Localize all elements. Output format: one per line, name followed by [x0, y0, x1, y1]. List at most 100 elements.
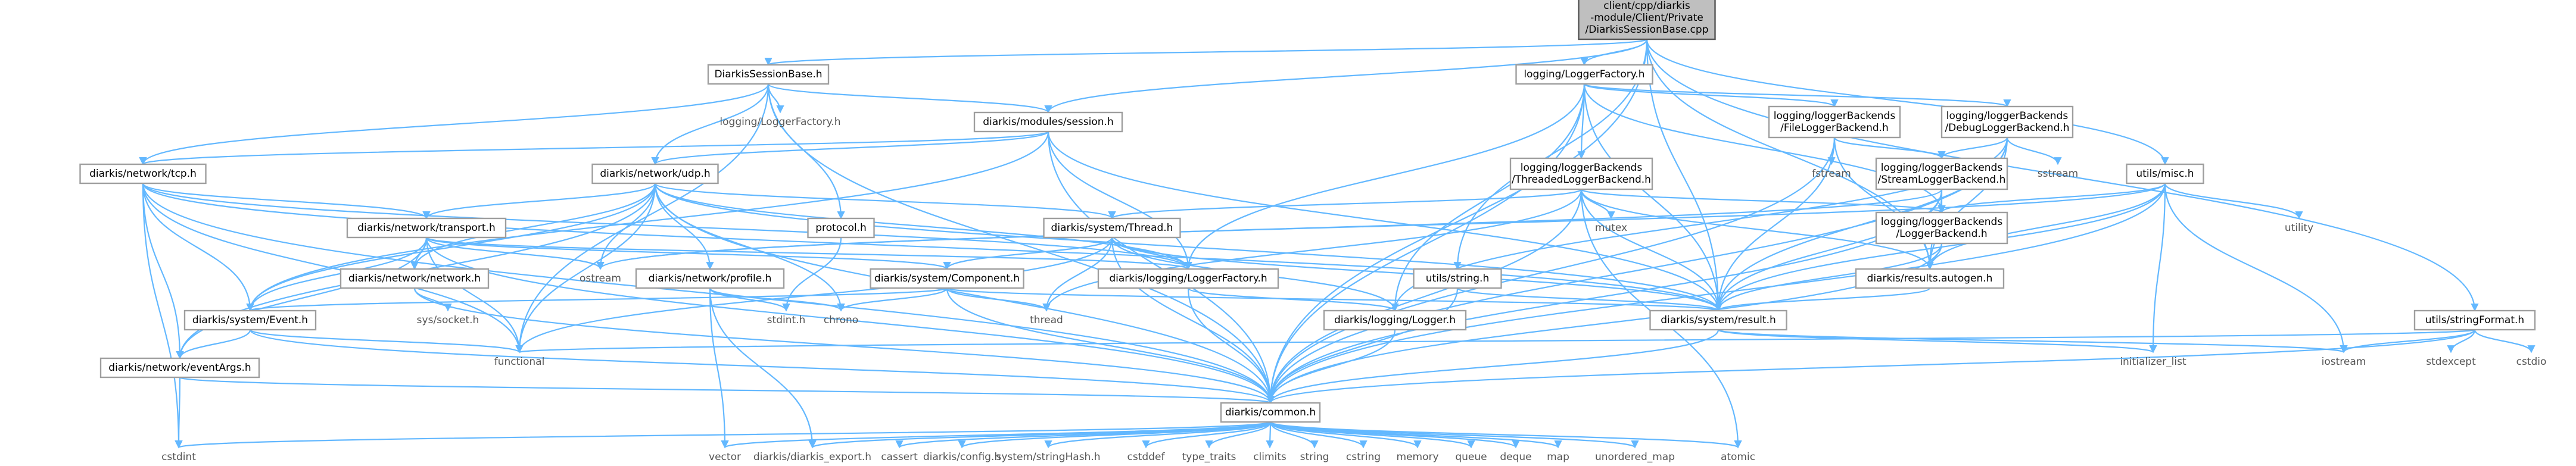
edge-common-to-strhash [1044, 421, 1272, 449]
node-dsbh-label-line-1: DiarkisSessionBase.h [714, 68, 822, 80]
edge-component-to-event [247, 287, 948, 312]
node-component-frame [870, 268, 1024, 289]
node-network[interactable]: diarkis/network/network.h [339, 268, 490, 289]
node-lfh[interactable]: logging/LoggerFactory.h [1515, 64, 1653, 85]
node-autogen[interactable]: diarkis/results.autogen.h [1855, 268, 2005, 289]
node-logger[interactable]: diarkis/logging/Logger.h [1323, 309, 1467, 331]
node-profile[interactable]: diarkis/network/profile.h [635, 268, 785, 289]
node-eventargs-frame [99, 357, 260, 379]
node-climits-label-line-1: climits [1253, 451, 1287, 463]
header-cstdint: cstdint [161, 451, 196, 463]
header-umap: unordered_map [1595, 451, 1675, 463]
edge-tcp-to-loggerfactory2 [142, 183, 1192, 270]
node-export-label-line-1: diarkis/diarkis_export.h [753, 451, 871, 463]
edge-tcp-to-cstdint [142, 183, 183, 449]
node-loggerbackend[interactable]: logging/loggerBackends/LoggerBackend.h [1875, 211, 2008, 245]
edge-threaded-to-result [1580, 189, 1722, 312]
node-debuglog[interactable]: logging/loggerBackends/DebugLoggerBacken… [1940, 105, 2074, 139]
edge-common-to-cstdint [175, 421, 1272, 449]
node-eventargs[interactable]: diarkis/network/eventArgs.h [99, 357, 260, 379]
edge-transport-to-ostream [425, 237, 605, 270]
edge-udp-to-functional [515, 183, 656, 354]
edge-lfh-to-filelog [1583, 83, 1839, 108]
node-protocol[interactable]: protocol.h [807, 217, 875, 239]
node-transport[interactable]: diarkis/network/transport.h [346, 217, 507, 239]
node-threadstd-label-line-1: thread [1030, 314, 1063, 326]
node-strhash-label-line-1: system/stringHash.h [996, 451, 1101, 463]
edge-loggerfactory2-to-common [1187, 287, 1275, 404]
node-cstddef-label-line-1: cstddef [1127, 451, 1166, 463]
edge-strfmt-to-stdexcept [2447, 329, 2476, 354]
edge-eventargs-to-common [179, 376, 1274, 404]
node-typetraits-label-line-1: type_traits [1182, 451, 1236, 463]
edge-dsbh-to-session [767, 83, 1052, 114]
edge-network-to-common [413, 287, 1275, 404]
node-common[interactable]: diarkis/common.h [1220, 402, 1321, 423]
edge-dsbh-to-functional [515, 83, 770, 354]
node-threaded[interactable]: logging/loggerBackends/ThreadedLoggerBac… [1509, 157, 1653, 190]
node-component[interactable]: diarkis/system/Component.h [870, 268, 1024, 289]
header-stringstd: string [1300, 451, 1329, 463]
node-loggerbackend-label-line-2: /LoggerBackend.h [1896, 228, 1987, 240]
header-fstream: fstream [1812, 168, 1851, 180]
node-root-label-line-1: client/cpp/diarkis [1603, 0, 1690, 12]
edge-dsbh-to-udp [651, 83, 770, 165]
node-tcp[interactable]: diarkis/network/tcp.h [79, 163, 207, 184]
node-config-label-line-1: diarkis/config.h [923, 451, 1001, 463]
node-filelog-frame [1768, 105, 1901, 139]
node-vector-label-line-1: vector [709, 451, 741, 463]
node-dsbh-frame [707, 64, 830, 85]
edge-filelog-to-result [1714, 137, 1836, 312]
edge-string-to-common [1266, 287, 1459, 404]
edge-root-to-common [1266, 39, 1648, 404]
node-result-frame [1649, 309, 1787, 331]
node-root[interactable]: client/cpp/diarkis-module/Client/Private… [1578, 0, 1716, 40]
edge-session-to-result [1047, 131, 1722, 312]
node-debuglog-label-line-1: logging/loggerBackends [1946, 110, 2069, 122]
edge-threaded-to-thread [1108, 188, 1583, 220]
node-filelog[interactable]: logging/loggerBackends/FileLoggerBackend… [1768, 105, 1901, 139]
node-result[interactable]: diarkis/system/result.h [1649, 309, 1787, 331]
edge-udp-to-network [410, 183, 656, 270]
node-session[interactable]: diarkis/modules/session.h [973, 111, 1123, 133]
header-syssocket: sys/socket.h [417, 314, 479, 326]
edge-udp-to-ostream [596, 183, 656, 270]
node-stringstd-label-line-1: string [1300, 451, 1329, 463]
node-udp[interactable]: diarkis/network/udp.h [591, 163, 719, 184]
node-dsbh[interactable]: DiarkisSessionBase.h [707, 64, 830, 85]
node-initlist-label-line-1: initializer_list [2120, 356, 2186, 368]
edge-session-to-loggerfactory2 [1047, 131, 1192, 270]
node-string[interactable]: utils/string.h [1413, 268, 1502, 289]
node-threaded-label-line-2: /ThreadedLoggerBackend.h [1512, 174, 1651, 186]
node-streamlog[interactable]: logging/loggerBackends/StreamLoggerBacke… [1875, 157, 2008, 190]
node-event[interactable]: diarkis/system/Event.h [183, 309, 317, 331]
edge-event-to-eventargs [176, 329, 251, 359]
header-threadstd: thread [1030, 314, 1063, 326]
node-strfmt[interactable]: utils/stringFormat.h [2413, 309, 2536, 331]
edge-common-to-umap [1269, 421, 1639, 449]
header-initlist: initializer_list [2120, 356, 2186, 368]
edge-event-to-functional [249, 329, 524, 354]
node-debuglog-frame [1940, 105, 2074, 139]
header-cstddef: cstddef [1127, 451, 1166, 463]
edge-thread-to-component [943, 237, 1113, 270]
header-deque: deque [1500, 451, 1531, 463]
node-event-label-line-1: diarkis/system/Event.h [192, 314, 308, 326]
node-loggerfactory2[interactable]: diarkis/logging/LoggerFactory.h [1097, 268, 1279, 289]
node-root-label-line-3: /DiarkisSessionBase.cpp [1586, 24, 1709, 36]
edge-filelog-to-common [1266, 137, 1836, 404]
header-stdexcept: stdexcept [2426, 356, 2476, 368]
node-misc[interactable]: utils/misc.h [2126, 163, 2204, 184]
edge-threaded-to-autogen [1580, 189, 1934, 270]
edge-udp-to-transport [422, 183, 656, 220]
edge-lfh-to-loggerfactory2 [1184, 83, 1586, 270]
node-thread[interactable]: diarkis/system/Thread.h [1043, 217, 1181, 239]
edge-session-to-common [1047, 131, 1275, 404]
edge-misc-to-initlist [2149, 183, 2166, 354]
node-root-frame [1578, 0, 1716, 40]
edge-result-to-common [1266, 329, 1720, 404]
edge-udp-to-result [654, 183, 1722, 312]
edge-profile-to-vector [709, 287, 729, 449]
edge-misc-to-iostream [2164, 183, 2348, 354]
header-stdinth: stdint.h [767, 314, 806, 326]
